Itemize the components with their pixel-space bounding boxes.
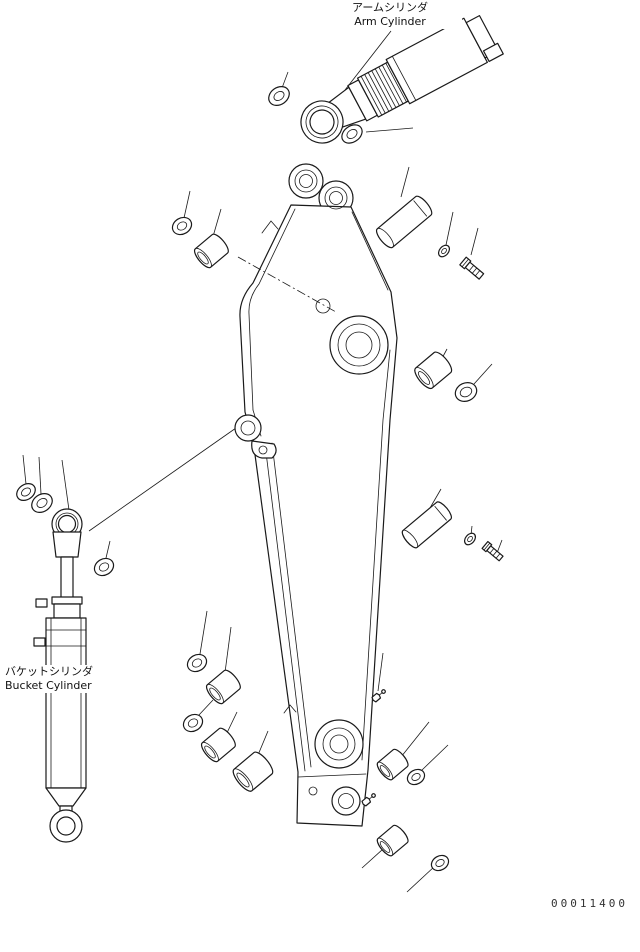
arm-cylinder-label-jp: アームシリンダ xyxy=(351,1,428,14)
bushing-part xyxy=(193,233,229,269)
bushing-part xyxy=(200,727,236,763)
bushing-part xyxy=(205,669,241,705)
bucket-cylinder-label-jp: バケットシリンダ xyxy=(5,665,93,678)
arm-cylinder-port xyxy=(482,42,504,63)
ring-part xyxy=(454,382,478,402)
bushing-part xyxy=(414,351,453,390)
arm-small-hole xyxy=(315,298,331,314)
ring-part xyxy=(171,216,193,236)
centerline xyxy=(237,256,337,313)
arm-upper-boss xyxy=(329,315,389,375)
grease-fitting-part xyxy=(361,793,376,807)
bucket-cylinder-label-en: Bucket Cylinder xyxy=(5,679,92,692)
bushing-part xyxy=(376,748,409,781)
lock-washer-part xyxy=(406,768,426,786)
ring-part xyxy=(186,653,208,673)
bolt-part xyxy=(459,256,485,280)
bucket-cylinder-label: バケットシリンダ Bucket Cylinder xyxy=(3,665,95,693)
bucket-cylinder-barrel xyxy=(45,617,87,789)
bucket-cylinder-rod xyxy=(60,556,74,600)
ring-part xyxy=(182,713,204,733)
lock-washer-part xyxy=(430,854,450,872)
arm-cylinder-drawing xyxy=(300,15,504,144)
washer-part xyxy=(437,244,451,258)
bucket-cylinder-clamp xyxy=(33,637,46,647)
ring-part xyxy=(268,86,290,106)
ring-part xyxy=(16,482,36,502)
bucket-cylinder-clamp xyxy=(35,598,48,608)
washer-part xyxy=(463,532,477,546)
bushing-part xyxy=(376,824,409,857)
drawing-number: 00011400 xyxy=(551,897,628,910)
bolt-part xyxy=(481,540,504,562)
arm-assembly-drawing xyxy=(234,163,398,827)
arm-cylinder-label-en: Arm Cylinder xyxy=(354,15,426,28)
bushing-part xyxy=(232,751,274,792)
ring-part xyxy=(31,493,53,513)
pin-part xyxy=(401,501,452,549)
arm-bottom-bracket xyxy=(297,773,367,816)
ring-part xyxy=(341,124,363,144)
bucket-cylinder-drawing xyxy=(33,508,87,843)
pin-part xyxy=(375,195,433,249)
grease-fitting-part xyxy=(371,689,386,703)
arm-lower-boss xyxy=(314,719,364,769)
arm-left-boss xyxy=(234,414,277,459)
arm-top-lug xyxy=(288,163,324,199)
arm-cylinder-label: アームシリンダ Arm Cylinder xyxy=(318,1,462,29)
ring-part xyxy=(93,557,115,577)
